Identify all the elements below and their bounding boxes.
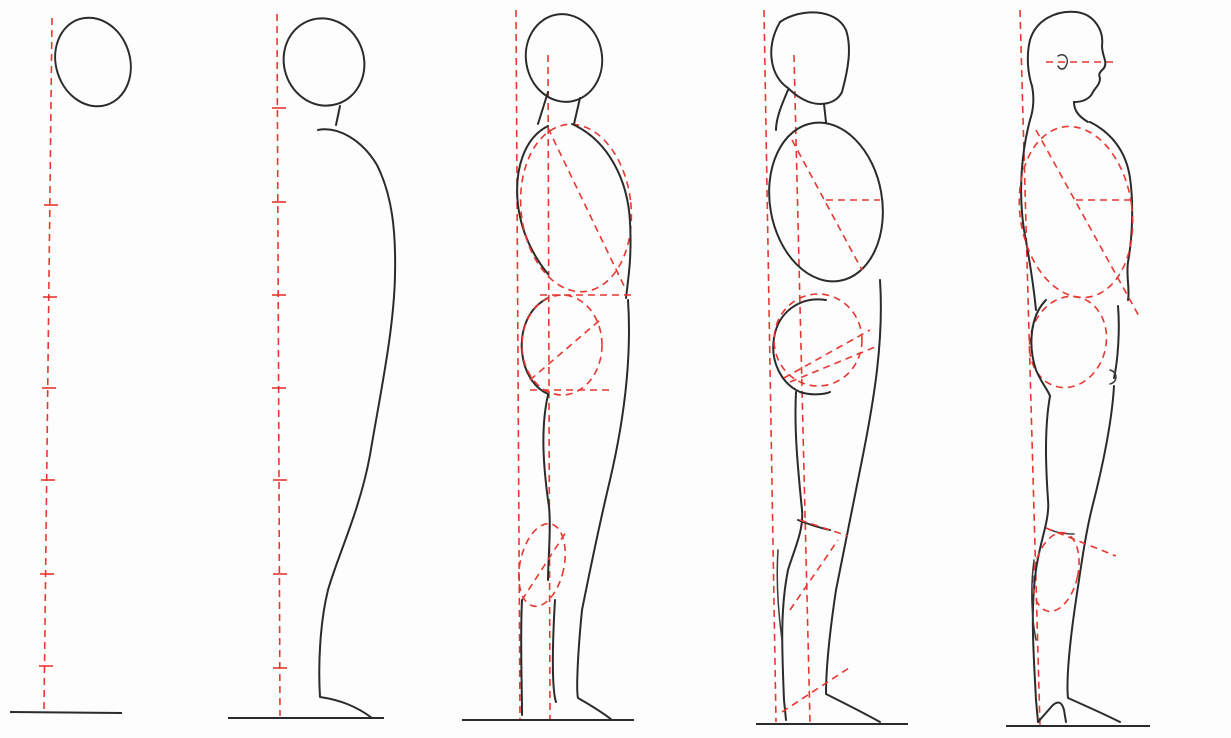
head-outline — [519, 8, 609, 108]
stage-2 — [228, 8, 395, 718]
ribcage-outline — [757, 113, 895, 290]
ground-line — [10, 712, 122, 713]
back-leg — [577, 300, 629, 720]
knee-axis — [522, 532, 566, 600]
ribcage-axis — [792, 140, 862, 270]
plumb-line-back — [548, 55, 550, 720]
pelvis-oval — [774, 294, 862, 386]
stage-1 — [10, 8, 142, 713]
pelvis-curve — [522, 298, 548, 394]
shin — [521, 600, 556, 715]
front-leg — [782, 392, 802, 720]
head-outline — [272, 8, 375, 116]
hip-front — [1114, 306, 1119, 378]
ribcage-oval — [513, 119, 640, 298]
torso-front — [1090, 122, 1132, 300]
head-outline — [771, 12, 849, 104]
knee-oval — [512, 519, 573, 610]
pelvis-axis — [530, 320, 600, 380]
back-contour — [318, 129, 395, 718]
ribcage-front — [517, 126, 548, 274]
stage-3 — [462, 8, 639, 720]
back-leg — [826, 280, 881, 722]
plumb-line-back — [794, 55, 810, 722]
back-of-head — [1028, 40, 1033, 120]
torso-back — [1021, 120, 1036, 310]
ribcage-oval — [1009, 119, 1144, 305]
front-thigh — [1067, 386, 1120, 722]
plumb-line-front — [764, 10, 776, 722]
foot — [1038, 703, 1066, 722]
neck-line — [336, 106, 340, 125]
back-thigh — [1033, 396, 1050, 722]
ankle-axis — [782, 666, 852, 712]
plumb-line — [44, 18, 52, 710]
neck — [538, 92, 580, 124]
stage-5 — [1006, 10, 1150, 726]
neck-front — [1074, 102, 1088, 122]
ribcage-back — [572, 124, 631, 298]
plumb-line — [277, 14, 280, 716]
hip-line — [790, 345, 880, 382]
head-outline — [44, 8, 142, 116]
plumb-line-front — [516, 10, 520, 720]
knee-axis — [800, 520, 848, 536]
shin-axis — [790, 540, 838, 610]
stage-4 — [756, 10, 908, 724]
neck — [776, 90, 826, 130]
calf-detail — [777, 550, 782, 640]
head-profile — [1030, 12, 1105, 102]
